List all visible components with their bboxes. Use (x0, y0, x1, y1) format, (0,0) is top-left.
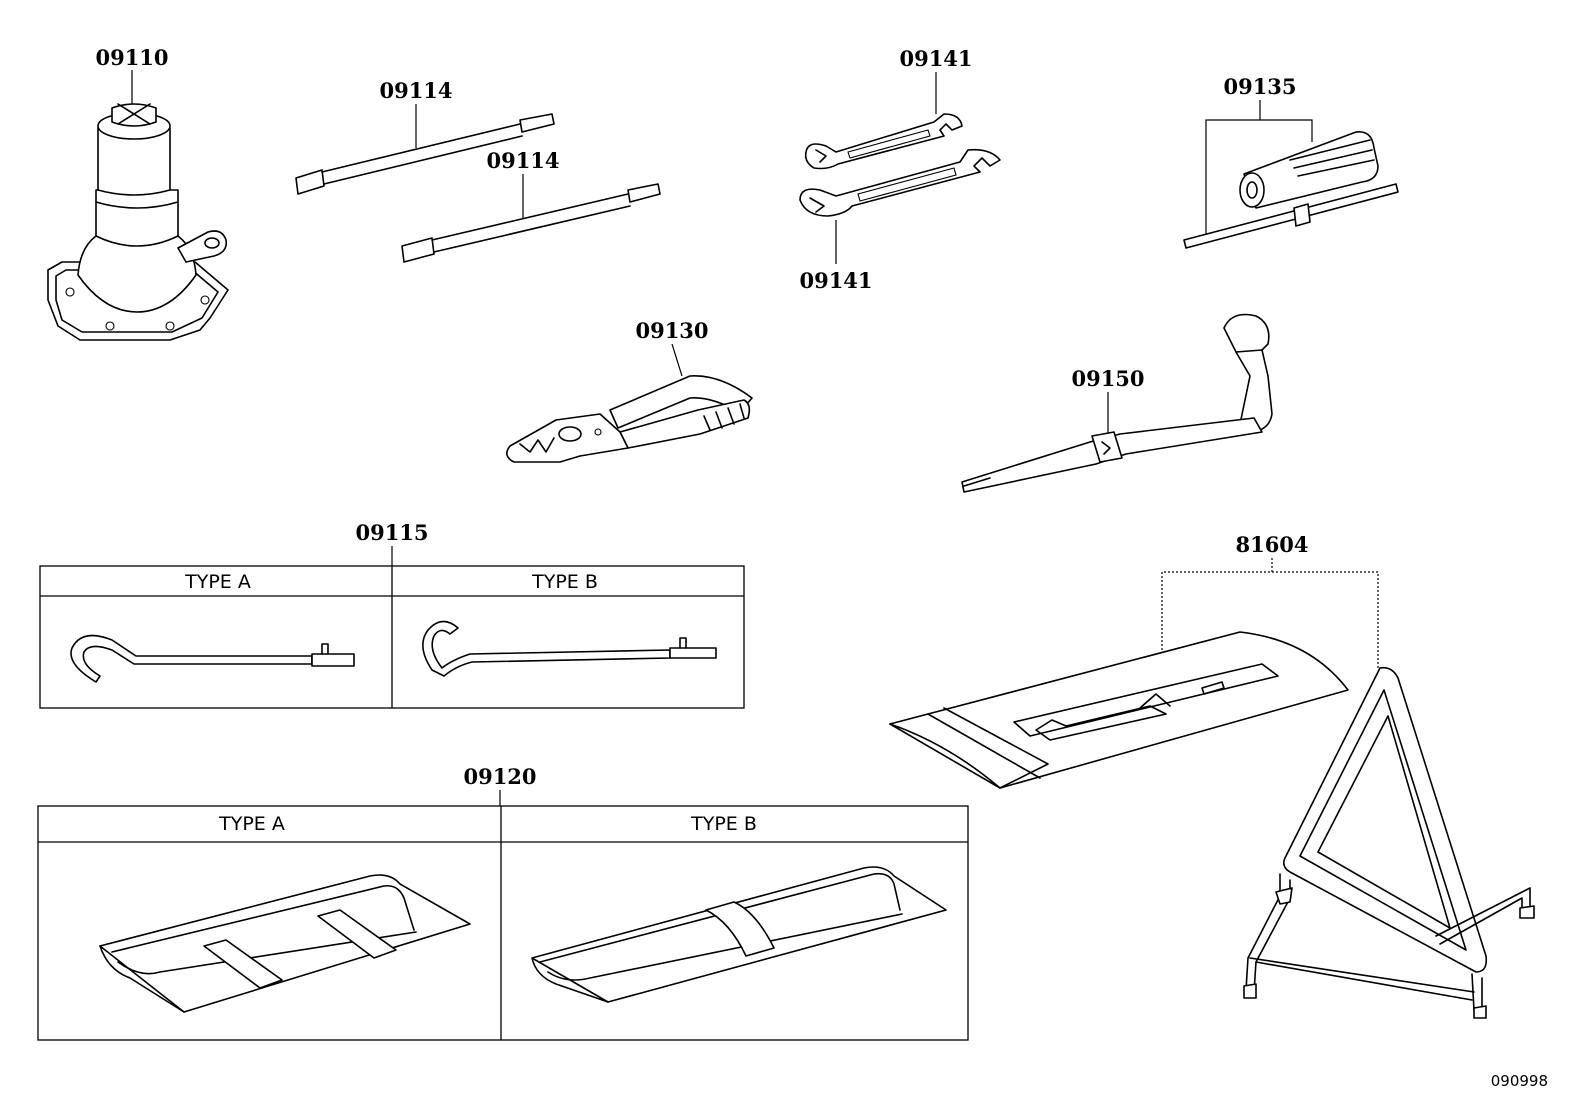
tool-bag-box: 09120 TYPE A TYPE B (37, 764, 969, 1041)
tool-bag-type-b-label: TYPE B (690, 813, 757, 835)
part-label-jack-handle-lower: 09114 (486, 148, 559, 173)
part-label-lug-wrench: 09150 (1071, 366, 1144, 391)
part-label-jack: 09110 (95, 45, 168, 70)
tool-bag-type-a-label: TYPE A (218, 813, 285, 835)
part-label-warning-triangle: 81604 (1235, 532, 1308, 557)
diagram-reference-code: 090998 (1491, 1072, 1548, 1090)
screwdriver-illustration: 09135 (1183, 74, 1399, 249)
hook-type-b-illustration (422, 620, 717, 677)
part-label-hook: 09115 (355, 520, 428, 545)
part-label-screwdriver: 09135 (1223, 74, 1296, 99)
part-label-pliers: 09130 (635, 318, 708, 343)
warning-triangle-illustration (1243, 666, 1535, 1019)
part-label-jack-handle-upper: 09114 (379, 78, 452, 103)
tool-bag-type-b-illustration (531, 866, 947, 1003)
part-label-tool-bag: 09120 (463, 764, 536, 789)
hook-type-a-label: TYPE A (184, 571, 251, 593)
warning-triangle-set: 81604 (889, 532, 1535, 1019)
part-label-wrench-lower: 09141 (799, 268, 872, 293)
part-label-wrench-upper: 09141 (899, 46, 972, 71)
jack-handle-lower-illustration: 09114 (401, 148, 661, 263)
warning-triangle-case-illustration (889, 631, 1349, 789)
wrench-lower-illustration: 09141 (799, 148, 1001, 293)
hook-box: 09115 TYPE A TYPE B (39, 520, 745, 709)
hook-type-b-label: TYPE B (531, 571, 598, 593)
pliers-illustration: 09130 (506, 318, 753, 463)
lug-wrench-illustration: 09150 (961, 313, 1273, 493)
hook-type-a-illustration (70, 634, 355, 683)
tool-bag-type-a-illustration (99, 874, 471, 1013)
wrench-upper-illustration: 09141 (804, 46, 973, 170)
jack-illustration: 09110 (47, 45, 229, 341)
jack-handle-upper-illustration: 09114 (295, 78, 555, 195)
